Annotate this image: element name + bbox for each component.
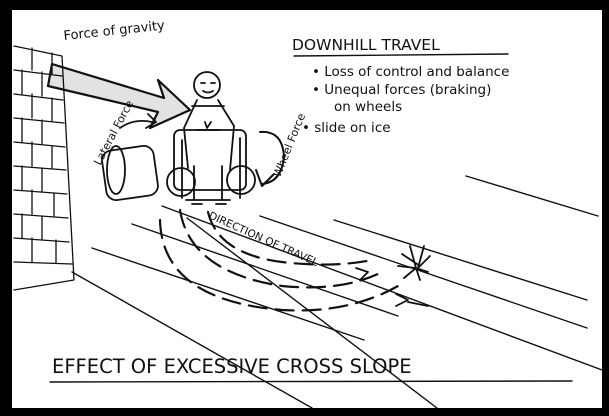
force-of-gravity-label: Force of gravity xyxy=(63,18,166,44)
caption-underline xyxy=(50,381,572,382)
note-line-3: on wheels xyxy=(334,99,402,115)
cross-slope-sketch: Force of gravity Lateral Force Wheel For… xyxy=(12,10,602,408)
notes-block: DOWNHILL TRAVEL • Loss of control and ba… xyxy=(292,36,509,136)
wheelchair-user xyxy=(167,72,255,204)
note-line-1: • Loss of control and balance xyxy=(312,64,509,80)
slide-burst xyxy=(356,246,430,306)
notes-heading: DOWNHILL TRAVEL xyxy=(292,36,440,54)
caption: EFFECT OF EXCESSIVE CROSS SLOPE xyxy=(52,355,412,378)
sketch-frame: Force of gravity Lateral Force Wheel For… xyxy=(12,10,602,408)
note-line-2: • Unequal forces (braking) xyxy=(312,82,491,98)
note-line-4: • slide on ice xyxy=(302,120,391,136)
lateral-force-label: Lateral Force xyxy=(91,98,136,167)
